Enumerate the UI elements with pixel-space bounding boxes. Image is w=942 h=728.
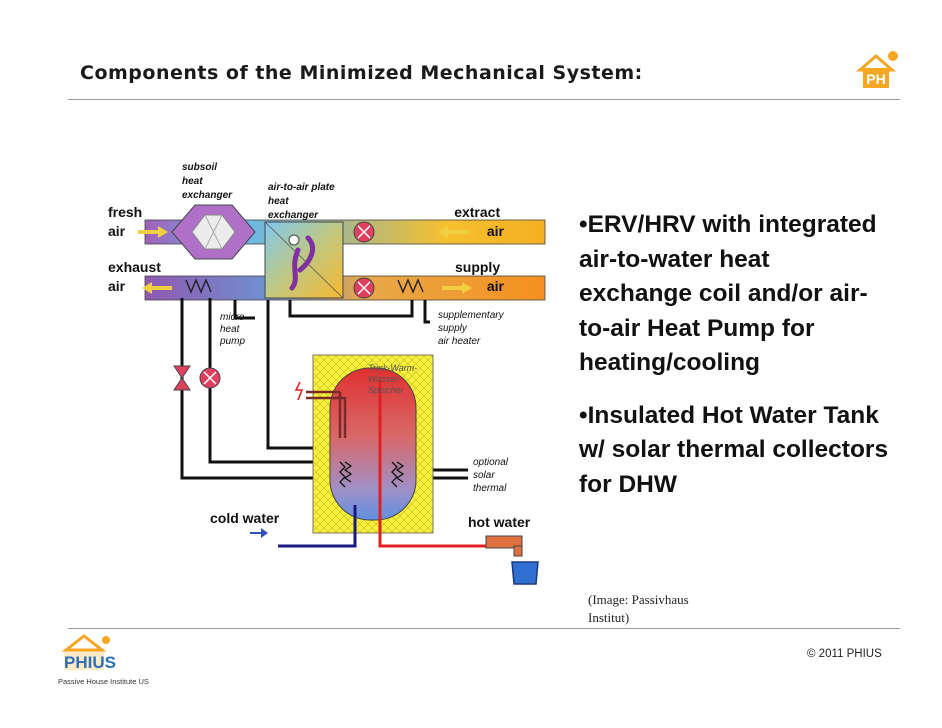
supply-air-arrow-icon [442,282,472,294]
bucket-icon [511,561,539,585]
credit-line-2: Institut) [588,610,630,625]
logo-sun-icon [888,51,898,61]
heat-exchange-symbol [289,235,315,291]
phius-roof-icon [61,634,107,652]
logo-roof-icon [856,54,896,72]
ph-logo: PH [856,51,898,88]
label-optional-solar: optional solar thermal [473,457,511,494]
slide-title: Components of the Minimized Mechanical S… [80,62,643,84]
label-plate-hx: air-to-air plate heat exchanger [268,182,337,221]
faucet-icon [485,535,523,557]
tank-coil-right-icon [391,461,405,488]
phius-sun-icon [102,636,110,644]
footer-org-name: Passive House Institute US [58,677,149,686]
expansion-valve-icon [173,365,191,391]
image-credit: (Image: Passivhaus Institut) [588,591,689,627]
phius-logo-text: PHIUS [64,653,116,672]
supply-coil-icon [397,278,424,294]
bullet-list: •ERV/HRV with integrated air-to-water he… [579,208,889,520]
cold-water-arrow-icon [250,528,268,538]
exhaust-coil-icon [185,278,212,294]
logo-text: PH [866,71,885,87]
exhaust-air-arrow-icon [142,282,172,294]
label-extract-air: extract air [454,204,504,239]
exhaust-air-duct [144,275,546,301]
hot-water-tank [329,367,417,521]
label-tank: Trink-Warm- Wasser- Speicher [368,363,420,395]
extract-air-arrow-icon [438,226,468,238]
header-rule [68,99,900,100]
bullet-tank: •Insulated Hot Water Tank w/ solar therm… [579,401,889,498]
bypass-valve [288,234,300,246]
cold-water-pipe [278,505,357,548]
electric-element-icon [294,381,304,401]
label-hot-water: hot water [468,514,531,530]
label-cold-water: cold water [210,510,280,526]
phius-house-icon [64,650,104,670]
label-subsoil: subsoil heat exchanger [182,162,233,201]
footer-rule [68,628,900,629]
logo-house-icon [863,68,889,88]
label-supply-air: supply air [455,259,505,294]
hot-water-pipe [378,380,500,548]
label-micro-heat-pump: micro heat pump [219,312,247,347]
fresh-air-arrow-icon [138,226,168,238]
bullet-erv: •ERV/HRV with integrated air-to-water he… [579,211,877,376]
tank-coil-left-icon [339,461,353,488]
phius-logo: PHIUS [61,634,116,672]
label-fresh-air: fresh air [108,204,146,239]
credit-line-1: (Image: Passivhaus [588,592,689,607]
mechanical-system-diagram: subsoil heat exchanger air-to-air plate … [108,162,546,585]
copyright: © 2011 PHIUS [807,648,882,660]
label-supplementary-heater: supplementary supply air heater [438,310,506,347]
label-exhaust-air: exhaust air [108,259,165,294]
